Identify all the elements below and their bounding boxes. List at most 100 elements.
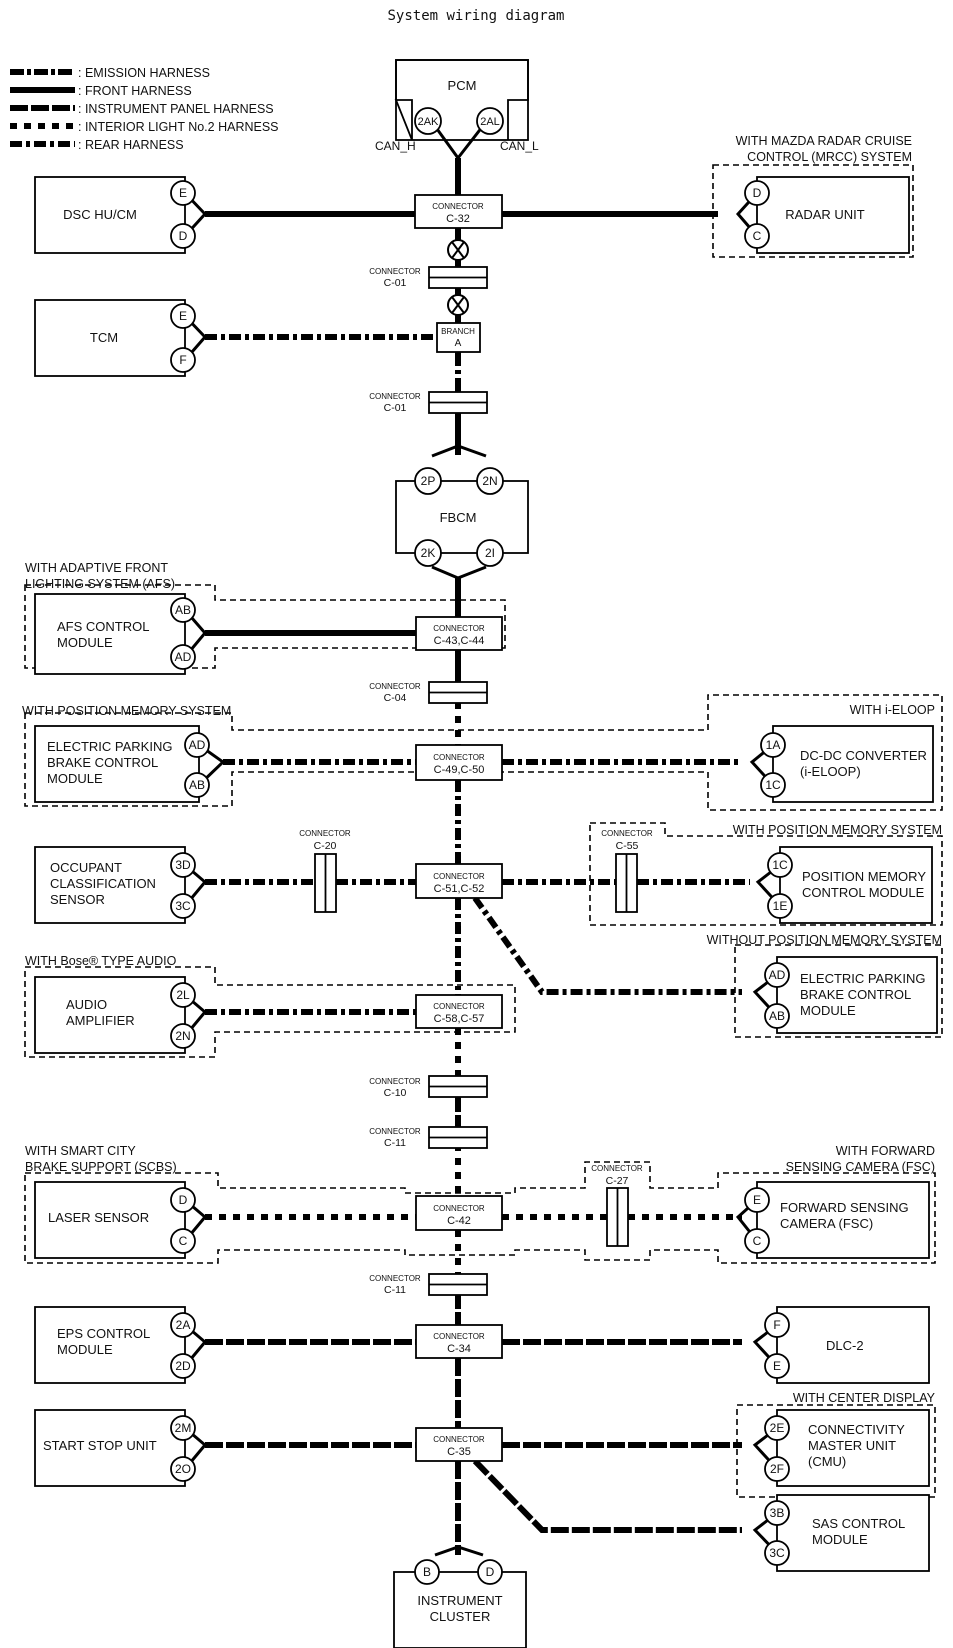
connector-id: C-43,C-44 (434, 635, 485, 647)
connector-c34 (415, 1324, 503, 1359)
pin-circle (764, 1353, 790, 1379)
pin-label: 3C (769, 1546, 785, 1560)
connector-word: CONNECTOR (433, 872, 485, 881)
module-label-afs: MODULE (57, 635, 113, 650)
ic-box (393, 1571, 527, 1648)
inline-connector-captions: CONNECTOR C-01 CONNECTOR C-01 CONNECTOR … (299, 267, 653, 1296)
pin-circle (764, 1003, 790, 1029)
module-label-amp: AMPLIFIER (66, 1013, 135, 1028)
radar-box (756, 176, 910, 254)
pin-label: D (486, 1565, 495, 1579)
pcm-box-accent (394, 59, 529, 141)
note-fsc: SENSING CAMERA (FSC) (786, 1160, 935, 1174)
wire-c51-epb2 (472, 896, 742, 995)
pin-circle (414, 539, 442, 567)
enclosure-scbs-fsc (24, 1161, 936, 1264)
module-label-dcdc: (i-ELOOP) (800, 764, 861, 779)
pin-label: D (753, 186, 762, 200)
enclosure-afs (24, 584, 506, 669)
module-label-afs: AFS CONTROL (57, 619, 149, 634)
pin-label: 1C (765, 778, 781, 792)
pin-circle (764, 1456, 790, 1482)
pin-label: 3D (175, 858, 191, 872)
connector-id: C-01 (384, 402, 407, 414)
dsc-box (34, 176, 186, 254)
sas-box (776, 1494, 930, 1572)
connector-c43-c44 (415, 616, 503, 651)
branch-wires (205, 211, 750, 1533)
pin-circle (760, 772, 786, 798)
inline-connector-c01-a (428, 266, 488, 289)
pin-circle (170, 223, 196, 249)
enclosure-c55-pos-mem (589, 822, 943, 926)
module-label-epb: ELECTRIC PARKING (47, 739, 172, 754)
pin-label: F (179, 353, 186, 367)
twisted-pair-symbols (447, 239, 469, 316)
inline-connector-c11-b (428, 1273, 488, 1296)
pin-circle (170, 1353, 196, 1379)
enclosure-position-memory-ieloop (24, 694, 943, 811)
pin-circle (744, 1187, 770, 1213)
pin-label: 2E (770, 1421, 785, 1435)
pin-label: C (753, 229, 762, 243)
connector-boxes (414, 194, 503, 1462)
pin-circle (170, 597, 196, 623)
fsc-box (756, 1181, 930, 1259)
module-label-epb: MODULE (47, 771, 103, 786)
option-enclosures (24, 164, 943, 1498)
module-label-ic: CLUSTER (430, 1609, 491, 1624)
pin-circle (170, 303, 196, 329)
ssu-box (34, 1409, 186, 1487)
pin-circle (764, 1415, 790, 1441)
pin-circle (184, 772, 210, 798)
connector-c35 (415, 1427, 503, 1462)
inline-connector-c20 (314, 853, 337, 913)
pin-label: 3C (175, 899, 191, 913)
connector-word: CONNECTOR (591, 1164, 643, 1173)
pin-label: 2K (421, 546, 436, 560)
pin-circle (767, 852, 793, 878)
pin-circle (764, 1540, 790, 1566)
pin-circle (170, 1228, 196, 1254)
connector-id: C-20 (314, 840, 337, 852)
module-label-ssu: START STOP UNIT (43, 1438, 157, 1453)
note-center-display: WITH CENTER DISPLAY (793, 1391, 936, 1405)
note-mrcc: WITH MAZDA RADAR CRUISE (736, 134, 912, 148)
pin-label: C (753, 1234, 762, 1248)
pin-circle (764, 1312, 790, 1338)
connector-word: CONNECTOR (433, 1204, 485, 1213)
module-label-pmcm: CONTROL MODULE (802, 885, 925, 900)
pin-circle (170, 644, 196, 670)
pin-label: E (179, 186, 187, 200)
module-label-dcdc: DC-DC CONVERTER (800, 748, 927, 763)
pin-label: 2D (175, 1359, 191, 1373)
inline-connector-c01-b (428, 391, 488, 414)
pin-label: AD (189, 738, 206, 752)
connector-labels: CONNECTOR C-32 BRANCH A CONNECTOR C-43,C… (432, 202, 485, 1458)
pin-circle (170, 180, 196, 206)
amp-box (34, 976, 186, 1054)
module-label-fsc: FORWARD SENSING (780, 1200, 909, 1215)
pin-label: 2AL (480, 116, 500, 128)
pin-label: 2P (421, 474, 436, 488)
pin-circle (170, 347, 196, 373)
pin-label: 2A (176, 1318, 191, 1332)
pin-label: D (179, 229, 188, 243)
laser-box (34, 1181, 186, 1259)
legend-label-emission: : EMISSION HARNESS (78, 66, 210, 80)
wire-c35-sas (472, 1458, 742, 1533)
pin-circles (170, 107, 793, 1585)
module-label-pmcm: POSITION MEMORY (802, 869, 926, 884)
connector-id: C-27 (606, 1175, 629, 1187)
pin-circle (170, 1456, 196, 1482)
pin-circle (476, 107, 504, 135)
module-label-ic: INSTRUMENT (417, 1593, 502, 1608)
pin-label: AB (189, 778, 205, 792)
pin-label: AD (175, 650, 192, 664)
inline-connector-c04 (428, 681, 488, 704)
pin-label: E (753, 1193, 761, 1207)
connector-word: CONNECTOR (432, 202, 484, 211)
pin-circle (414, 467, 442, 495)
pin-label: AB (175, 603, 191, 617)
module-label-laser: LASER SENSOR (48, 1210, 149, 1225)
